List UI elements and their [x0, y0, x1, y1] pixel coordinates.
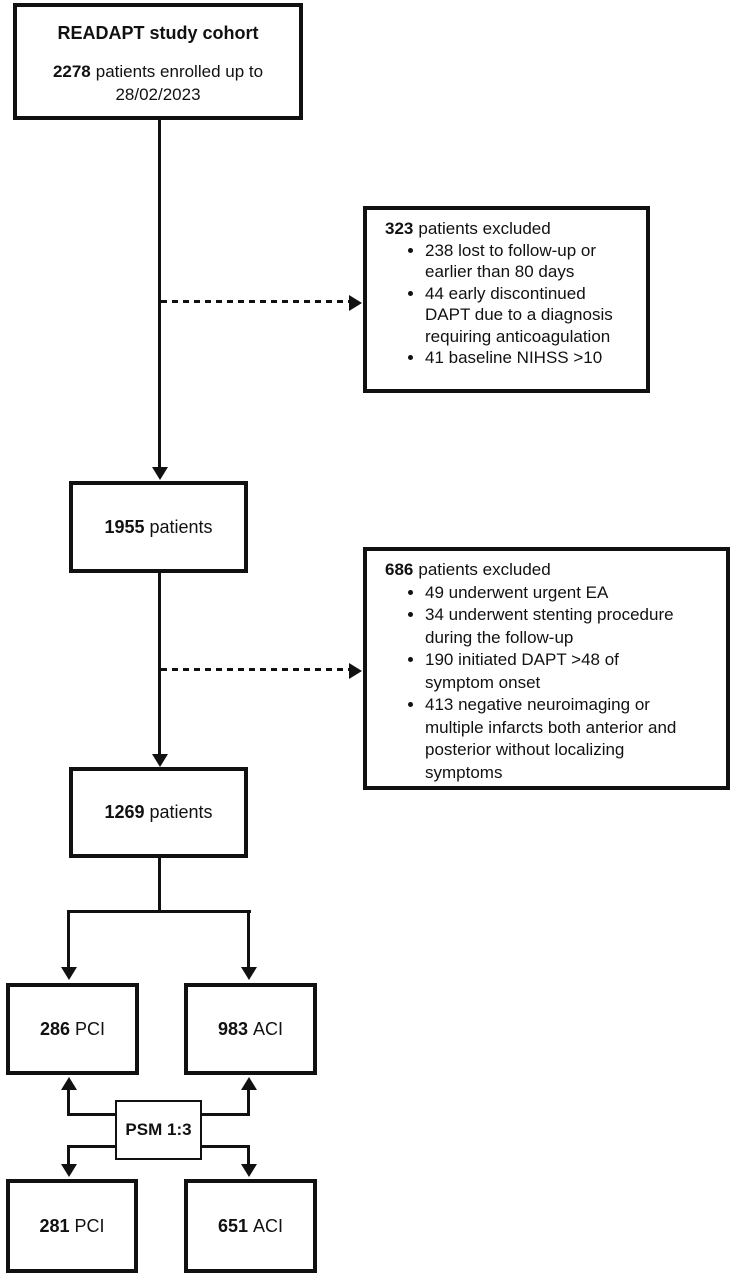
patients-1955-text: patients: [149, 516, 213, 537]
list-item: 238 lost to follow-up or earlier than 80…: [425, 240, 622, 283]
connector-cohort-to-1955: [158, 120, 161, 468]
cohort-count: 2278: [52, 62, 91, 81]
patients-1269-count: 1269: [104, 802, 145, 822]
connector-psm-up-right-v: [247, 1090, 250, 1116]
connector-split-left: [67, 910, 70, 968]
connector-split-right: [247, 910, 250, 968]
list-item: 41 baseline NIHSS >10: [425, 347, 622, 369]
arrowhead-down-icon: [241, 1164, 257, 1177]
arrowhead-up-icon: [61, 1077, 77, 1090]
connector-psm-up-right-h: [202, 1113, 250, 1116]
aci-post-count: 651: [217, 1215, 249, 1236]
cohort-title: READAPT study cohort: [57, 23, 259, 43]
aci-pre-count: 983: [217, 1018, 249, 1039]
pci-pre-text: PCI: [75, 1018, 106, 1039]
connector-1269-stub: [158, 858, 161, 913]
arrowhead-down-icon: [241, 967, 257, 980]
connector-psm-down-left-v: [67, 1145, 70, 1165]
connector-psm-down-right-h: [202, 1145, 250, 1148]
list-item: 44 early discontinued DAPT due to a diag…: [425, 283, 622, 348]
connector-exclusion-1: [161, 300, 349, 303]
aci-post-text: ACI: [253, 1215, 284, 1236]
patients-1269-text: patients: [149, 802, 213, 822]
connector-split-bar: [67, 910, 251, 913]
connector-psm-down-left-h: [67, 1145, 115, 1148]
arrowhead-down-icon: [61, 967, 77, 980]
arrowhead-down-icon: [152, 754, 168, 767]
arrowhead-right-icon: [349, 663, 362, 679]
pci-post-text: PCI: [74, 1215, 105, 1236]
psm-label: PSM 1:3: [125, 1120, 192, 1139]
cohort-text: patients enrolled up to 28/02/2023: [95, 62, 264, 104]
list-item: 49 underwent urgent EA: [425, 582, 690, 605]
connector-1955-to-1269: [158, 573, 161, 755]
connector-psm-up-left-h: [67, 1113, 115, 1116]
exclusion-2-list: 49 underwent urgent EA 34 underwent sten…: [367, 582, 726, 785]
arrowhead-up-icon: [241, 1077, 257, 1090]
aci-pre-text: ACI: [253, 1018, 284, 1039]
connector-psm-up-left-v: [67, 1090, 70, 1116]
connector-exclusion-2: [161, 668, 349, 671]
list-item: 34 underwent stenting procedure during t…: [425, 604, 690, 649]
arrowhead-down-icon: [152, 467, 168, 480]
list-item: 413 negative neuroimaging or multiple in…: [425, 694, 690, 784]
exclusion-2-text: patients excluded: [418, 560, 551, 579]
exclusion-1-text: patients excluded: [418, 219, 551, 238]
exclusion-1-list: 238 lost to follow-up or earlier than 80…: [367, 240, 646, 369]
arrowhead-down-icon: [61, 1164, 77, 1177]
exclusion-1-count: 323: [385, 219, 414, 238]
exclusion-2-count: 686: [385, 560, 414, 579]
psm-box: PSM 1:3: [115, 1100, 202, 1160]
arrowhead-right-icon: [349, 295, 362, 311]
pci-pre-count: 286: [39, 1018, 71, 1039]
list-item: 190 initiated DAPT >48 of symptom onset: [425, 649, 690, 694]
patients-1955-count: 1955: [104, 516, 145, 537]
pci-post-count: 281: [39, 1215, 70, 1236]
connector-psm-down-right-v: [247, 1145, 250, 1165]
